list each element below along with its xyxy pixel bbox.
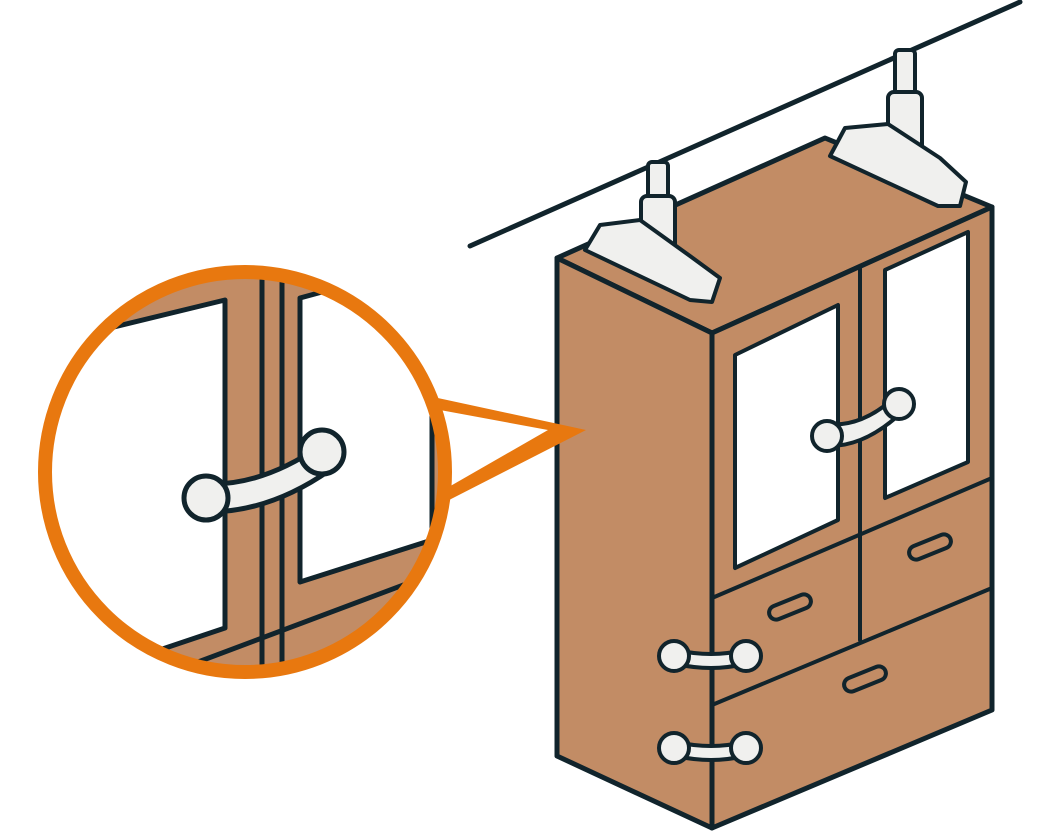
drawer-handle [842, 664, 888, 694]
door-latch-icon [657, 639, 763, 673]
door-latch-icon [810, 387, 916, 453]
cabinet [554, 135, 995, 831]
door-bottom-divider [710, 476, 994, 600]
door-latch-icon [657, 731, 763, 765]
drawer-handle [767, 592, 813, 622]
magnified-detail [49, 276, 441, 668]
magnifier-ring [38, 265, 452, 679]
ceiling-pole-icon [828, 48, 968, 208]
right-door-glass [883, 230, 970, 500]
drawer-middle-divider [710, 586, 994, 707]
ceiling-line [467, 0, 1023, 249]
left-door-glass [733, 303, 840, 570]
drawer-handle [907, 532, 953, 562]
ceiling-pole-icon [583, 160, 722, 304]
